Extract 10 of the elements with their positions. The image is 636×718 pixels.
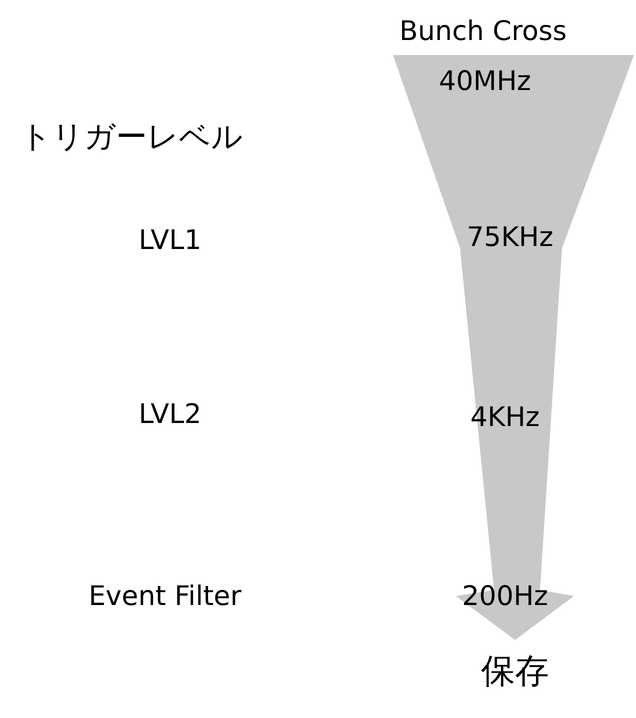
column-heading: Bunch Cross (399, 17, 567, 47)
rate-label: 75KHz (466, 223, 554, 253)
trigger-level-label: LVL1 (138, 226, 202, 256)
rate-label: 4KHz (470, 403, 540, 433)
output-label: 保存 (481, 653, 549, 691)
column-heading: トリガーレベル (20, 120, 243, 154)
trigger-level-label: LVL2 (138, 400, 202, 430)
rate-label: 40MHz (438, 67, 532, 97)
trigger-level-label: Event Filter (88, 582, 242, 612)
rate-label: 200Hz (462, 582, 548, 612)
